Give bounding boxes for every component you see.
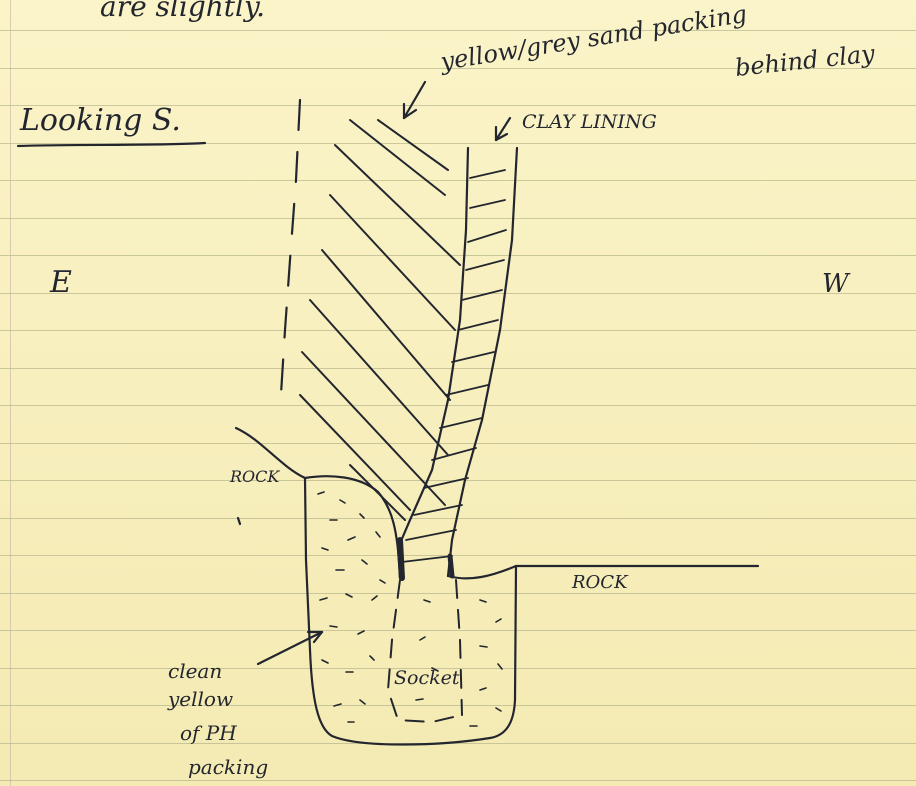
lining-base-dark-right xyxy=(450,556,452,576)
socket-label: Socket xyxy=(394,667,460,689)
west-label: W xyxy=(822,269,851,299)
rock-left-label: ROCK xyxy=(229,467,280,486)
east-label: E xyxy=(49,265,72,300)
rock-surface-left xyxy=(236,428,400,578)
sand-packing-label-2: behind clay xyxy=(734,39,877,82)
sand-packing-label: yellow/grey sand packing xyxy=(438,0,749,76)
heading-title: Looking S. xyxy=(19,103,181,138)
ph-packing-label-3: of PH xyxy=(180,721,237,745)
clay-lining-label: CLAY LINING xyxy=(522,111,657,133)
top-scrap-text: are slightly. xyxy=(100,0,265,23)
ph-packing-label-2: yellow xyxy=(167,687,233,711)
rock-right-label: ROCK xyxy=(571,572,629,593)
stray-mark xyxy=(238,518,240,524)
clay-lining-arrow xyxy=(496,118,510,140)
ph-packing-arrow xyxy=(258,632,322,664)
ph-packing-label-4: packing xyxy=(188,755,268,779)
dashed-boundary-line xyxy=(280,100,300,410)
heading-underline xyxy=(18,143,205,146)
sand-packing-hatching xyxy=(300,120,460,520)
socket-outline xyxy=(388,580,462,722)
ph-packing-label-1: clean xyxy=(168,659,222,683)
clay-lining-right-edge xyxy=(448,148,517,576)
sand-packing-arrow xyxy=(404,82,425,118)
packing-speckles xyxy=(318,492,502,726)
